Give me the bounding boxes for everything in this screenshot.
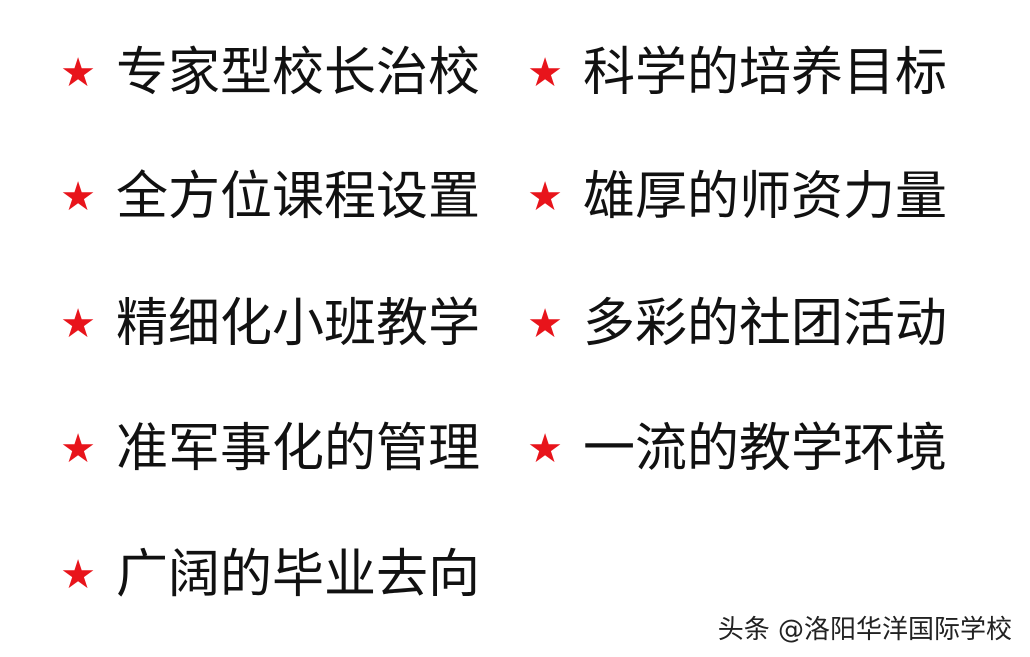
red-star-icon: ★	[527, 426, 563, 472]
red-star-icon: ★	[60, 301, 96, 347]
feature-item: ★ 多彩的社团活动	[525, 284, 947, 364]
feature-label: 准军事化的管理	[116, 419, 481, 479]
feature-label: 雄厚的师资力量	[583, 167, 948, 227]
feature-label: 科学的培养目标	[583, 43, 948, 103]
feature-item: ★ 科学的培养目标	[525, 33, 947, 113]
feature-item: ★ 雄厚的师资力量	[525, 157, 947, 237]
red-star-icon: ★	[60, 174, 96, 220]
red-star-icon: ★	[60, 50, 96, 96]
red-star-icon: ★	[527, 174, 563, 220]
feature-label: 专家型校长治校	[116, 43, 481, 103]
feature-item: ★ 专家型校长治校	[58, 33, 480, 113]
watermark-text: 头条 @洛阳华洋国际学校	[717, 615, 1012, 645]
feature-label: 一流的教学环境	[583, 419, 948, 479]
feature-item: ★ 全方位课程设置	[58, 157, 480, 237]
feature-label: 广阔的毕业去向	[116, 545, 481, 605]
red-star-icon: ★	[527, 50, 563, 96]
feature-item: ★ 精细化小班教学	[58, 284, 480, 364]
red-star-icon: ★	[60, 552, 96, 598]
feature-item: ★ 一流的教学环境	[525, 409, 947, 489]
feature-label: 全方位课程设置	[116, 167, 481, 227]
feature-label: 精细化小班教学	[116, 294, 481, 354]
red-star-icon: ★	[527, 301, 563, 347]
feature-item: ★ 准军事化的管理	[58, 409, 480, 489]
feature-label: 多彩的社团活动	[583, 294, 948, 354]
red-star-icon: ★	[60, 426, 96, 472]
feature-item: ★ 广阔的毕业去向	[58, 535, 480, 615]
